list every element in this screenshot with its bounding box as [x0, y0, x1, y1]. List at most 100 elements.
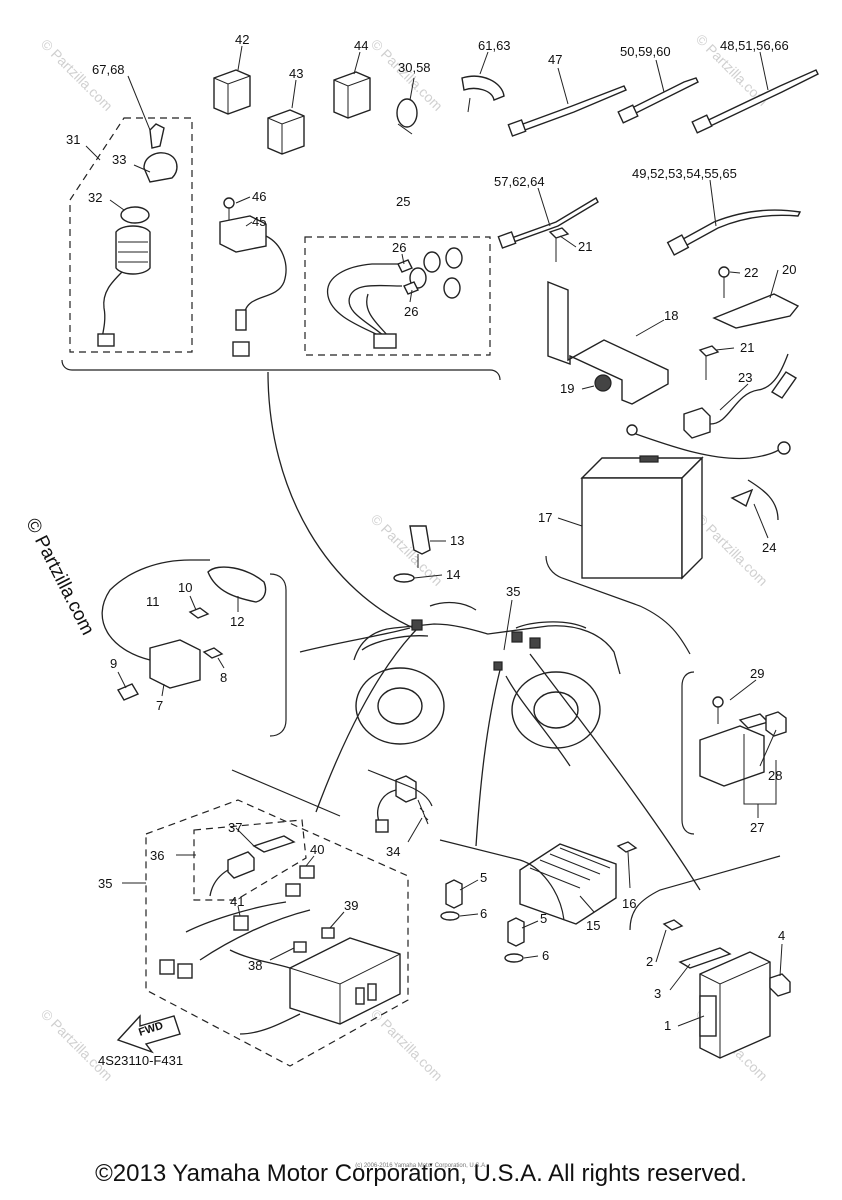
callout-38: 38: [248, 958, 262, 973]
coupler-43: [267, 109, 305, 155]
callout-13: 13: [450, 533, 464, 548]
callout-12: 12: [230, 614, 244, 629]
group-bracket-battery: [545, 555, 691, 655]
bolt-8: [202, 647, 224, 659]
bolt-21b: [698, 345, 720, 380]
callout-10: 10: [178, 580, 192, 595]
callout-14: 14: [446, 567, 460, 582]
callout-67-68: 67,68: [92, 62, 125, 77]
callout-36: 36: [150, 848, 164, 863]
cable-23: [626, 353, 798, 460]
leader-to-atv-2: [299, 627, 411, 653]
callout-27: 27: [750, 820, 764, 835]
callout-48-51-56-66: 48,51,56,66: [720, 38, 789, 53]
callout-1: 1: [664, 1018, 671, 1033]
callout-24: 24: [762, 540, 776, 555]
relay-45: [219, 197, 287, 357]
callout-21b: 21: [740, 340, 754, 355]
fwd-arrow: FWD: [116, 1014, 181, 1054]
callout-2: 2: [646, 954, 653, 969]
coupler-44: [333, 71, 371, 119]
leader-to-atv-1: [267, 371, 419, 631]
washer-6a: [440, 911, 460, 921]
washer-6b: [504, 953, 524, 963]
callout-50-59-60: 50,59,60: [620, 44, 671, 59]
bolt-5b: [507, 917, 525, 947]
callout-5a: 5: [480, 870, 487, 885]
bolt-10: [188, 607, 210, 619]
bolt-16: [616, 841, 638, 853]
callout-4: 4: [778, 928, 785, 943]
fuse-38: [293, 941, 307, 953]
callout-39: 39: [344, 898, 358, 913]
group-bracket-ecu: [629, 855, 781, 931]
switch-34: [375, 775, 429, 833]
callout-7: 7: [156, 698, 163, 713]
bracket-20: [712, 293, 800, 329]
leader-to-atv-3: [315, 629, 417, 813]
small-notice: (c) 2006-2016 Yamaha Motor Corporation, …: [355, 1163, 487, 1169]
cable-tie-49: [666, 209, 802, 256]
callout-18: 18: [664, 308, 678, 323]
callout-49-65: 49,52,53,54,55,65: [632, 166, 737, 181]
callout-28: 28: [768, 768, 782, 783]
callout-26a: 26: [392, 240, 406, 255]
group-bracket-15: [439, 839, 565, 921]
ignition-switch-32: [97, 206, 151, 347]
cable-tie-47: [507, 85, 627, 137]
callout-32: 32: [88, 190, 102, 205]
callout-19: 19: [560, 381, 574, 396]
callout-16: 16: [622, 896, 636, 911]
group-36-box: [193, 819, 307, 901]
callout-61-63: 61,63: [478, 38, 511, 53]
bracket-18: [547, 280, 669, 405]
callout-37: 37: [228, 820, 242, 835]
fuse-28: [765, 711, 787, 737]
callout-25: 25: [396, 194, 410, 209]
callout-42: 42: [235, 32, 249, 47]
callout-3: 3: [654, 986, 661, 1001]
group-25-box: [304, 236, 491, 356]
leader-to-atv-5: [505, 675, 571, 767]
group-bracket-left: [269, 573, 287, 737]
group-35-box: [145, 799, 409, 1067]
callout-31: 31: [66, 132, 80, 147]
group-bracket-35: [231, 769, 341, 817]
group-bracket-34: [367, 769, 433, 807]
bolt-21a: [548, 227, 570, 262]
callout-46: 46: [252, 189, 266, 204]
fuse-box-37: [209, 835, 296, 897]
key-67-68: [143, 123, 178, 183]
collar-9: [116, 683, 140, 701]
callout-43: 43: [289, 66, 303, 81]
leader-lines: [85, 45, 783, 1027]
group-bracket-top: [61, 359, 501, 381]
callout-33: 33: [112, 152, 126, 167]
clamp-61-63: [461, 75, 505, 113]
callout-41: 41: [230, 894, 244, 909]
callout-17: 17: [538, 510, 552, 525]
group-bracket-right: [681, 671, 695, 835]
bolt-5a: [445, 879, 463, 909]
group-31-box: [69, 117, 193, 353]
callout-34: 34: [386, 844, 400, 859]
cable-tie-50: [617, 77, 699, 124]
fuse-39: [321, 927, 335, 939]
watermark: © Partzilla.com: [693, 511, 771, 589]
plug-cap-12: [207, 566, 267, 603]
callout-47: 47: [548, 52, 562, 67]
coupler-42: [213, 69, 251, 115]
callout-23: 23: [738, 370, 752, 385]
bolt-22: [718, 266, 730, 298]
screw-2: [662, 919, 684, 931]
watermark: © Partzilla.com: [368, 1006, 446, 1084]
callout-11: 11: [146, 594, 160, 609]
callout-6b: 6: [542, 948, 549, 963]
battery-17: [580, 455, 704, 580]
sensor-13: [409, 525, 431, 568]
callout-57-62-64: 57,62,64: [494, 174, 545, 189]
clamp-30-58: [396, 98, 418, 135]
leader-to-atv-6: [529, 653, 701, 891]
callout-30-58: 30,58: [398, 60, 431, 75]
